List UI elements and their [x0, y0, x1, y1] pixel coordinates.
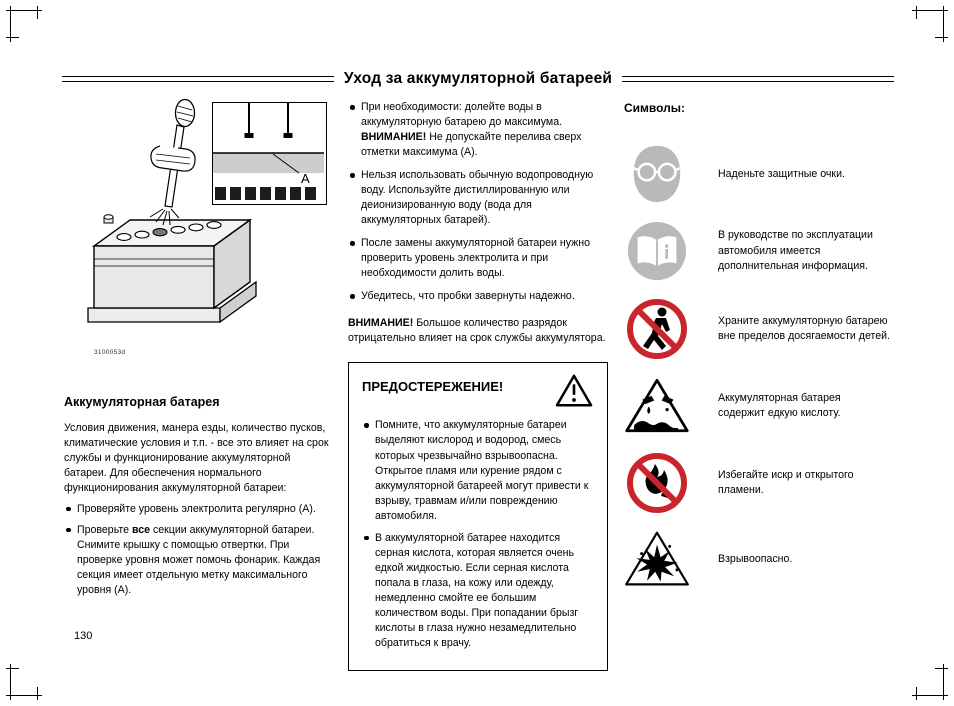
owners-manual-info-icon — [624, 220, 690, 282]
list-item-text: После замены аккумуляторной батареи нужн… — [361, 237, 590, 280]
cell-plates — [215, 187, 316, 200]
attention-note: ВНИМАНИЕ! Большое количество разрядок от… — [348, 316, 608, 346]
corrosive-acid-icon — [624, 376, 690, 436]
attention-label: ВНИМАНИЕ! — [348, 317, 414, 330]
electrolyte-level-inset: A — [212, 102, 327, 205]
symbol-item: Взрывоопасно. — [624, 530, 890, 588]
list-item: После замены аккумуляторной батареи нужн… — [348, 236, 608, 281]
list-item: При необходимости: долейте воды в аккуму… — [348, 100, 608, 160]
battery-intro-paragraph: Условия движения, манера езды, количеств… — [64, 421, 329, 494]
hand — [150, 145, 196, 172]
symbol-caption: Избегайте искр и открытого пламени. — [718, 469, 854, 497]
section-heading-battery: Аккумуляторная батарея — [64, 395, 220, 409]
list-item-text: При необходимости: долейте воды в аккуму… — [361, 101, 563, 129]
symbol-caption: Взрывоопасно. — [718, 552, 793, 565]
list-item-text: Убедитесь, что пробки завернуты надежно. — [361, 290, 575, 303]
list-item: В аккумуляторной батарее находится серна… — [362, 531, 594, 651]
warning-triangle-icon — [555, 375, 593, 407]
safety-goggles-icon — [624, 143, 690, 205]
list-item: Нельзя использовать обычную водопроводну… — [348, 168, 608, 228]
battery-illustration — [87, 98, 257, 324]
symbol-item: В руководстве по эксплуатации автомобиля… — [624, 220, 890, 282]
battery-checklist: Проверяйте уровень электролита регулярно… — [64, 502, 330, 598]
list-item: Помните, что аккумуляторные батареи выде… — [362, 418, 594, 523]
symbol-caption: Храните аккумуляторную батарею вне преде… — [718, 315, 890, 343]
symbol-caption: Аккумуляторная батарея содержит едкую ки… — [718, 392, 841, 420]
list-item-text: Проверьте — [77, 523, 132, 536]
list-item: Убедитесь, что пробки завернуты надежно. — [348, 289, 608, 304]
battery-figure: A 3100053d — [64, 96, 330, 392]
symbol-item: Храните аккумуляторную батарею вне преде… — [624, 297, 890, 361]
title-rule-right — [622, 76, 894, 82]
page-number: 130 — [74, 630, 93, 642]
symbol-item: Аккумуляторная батарея содержит едкую ки… — [624, 376, 890, 436]
note-text: Большое количество разрядок отрицательно… — [348, 317, 606, 345]
symbols-heading: Символы: — [624, 101, 686, 115]
symbol-caption: Наденьте защитные очки. — [718, 167, 845, 180]
symbol-item: Наденьте защитные очки. — [624, 143, 890, 205]
middle-column: При необходимости: долейте воды в аккуму… — [348, 100, 608, 671]
electrolyte-level-diagram: A — [213, 103, 324, 200]
spray-lines — [149, 208, 180, 226]
list-item-text: Не допускайте перелива сверх отметки мак… — [361, 131, 582, 159]
list-item-text: Нельзя использовать обычную водопроводну… — [361, 169, 594, 227]
emphasis-text: все — [131, 523, 150, 536]
list-item-text: В аккумуляторной батарее находится серна… — [375, 531, 579, 649]
caution-header: ПРЕДОСТЕРЕЖЕНИЕ! — [362, 373, 594, 409]
list-item: Проверьте все секции аккумуляторной бата… — [64, 523, 330, 598]
keep-away-from-children-icon — [624, 297, 690, 361]
title-row: Уход за аккумуляторной батареей — [62, 70, 894, 88]
maintenance-list: При необходимости: долейте воды в аккуму… — [348, 100, 608, 304]
caution-box: ПРЕДОСТЕРЕЖЕНИЕ! Помните, что аккумулято… — [348, 362, 608, 671]
list-item-text: секции аккумуляторной батареи. Снимите к… — [77, 523, 321, 597]
explosion-hazard-icon — [624, 530, 690, 588]
symbols-column: Символы: Наденьте защитные очки. — [624, 100, 890, 603]
no-sparks-open-flames-icon — [624, 451, 690, 515]
title-rule-left — [62, 76, 334, 82]
left-column: A 3100053d Аккумуляторная батарея Услови… — [64, 96, 330, 604]
caution-list: Помните, что аккумуляторные батареи выде… — [362, 418, 594, 650]
list-item-text: Проверяйте уровень электролита регулярно… — [77, 502, 316, 515]
symbol-caption: В руководстве по эксплуатации автомобиля… — [718, 229, 873, 272]
figure-code: 3100053d — [94, 349, 126, 356]
symbol-item: Избегайте искр и открытого пламени. — [624, 451, 890, 515]
caution-title: ПРЕДОСТЕРЕЖЕНИЕ! — [362, 379, 504, 395]
attention-label: ВНИМАНИЕ! — [361, 131, 427, 144]
page-title: Уход за аккумуляторной батареей — [343, 70, 613, 87]
list-item: Проверяйте уровень электролита регулярно… — [64, 502, 330, 517]
level-label-a: A — [301, 171, 310, 186]
list-item-text: Помните, что аккумуляторные батареи выде… — [375, 419, 589, 522]
